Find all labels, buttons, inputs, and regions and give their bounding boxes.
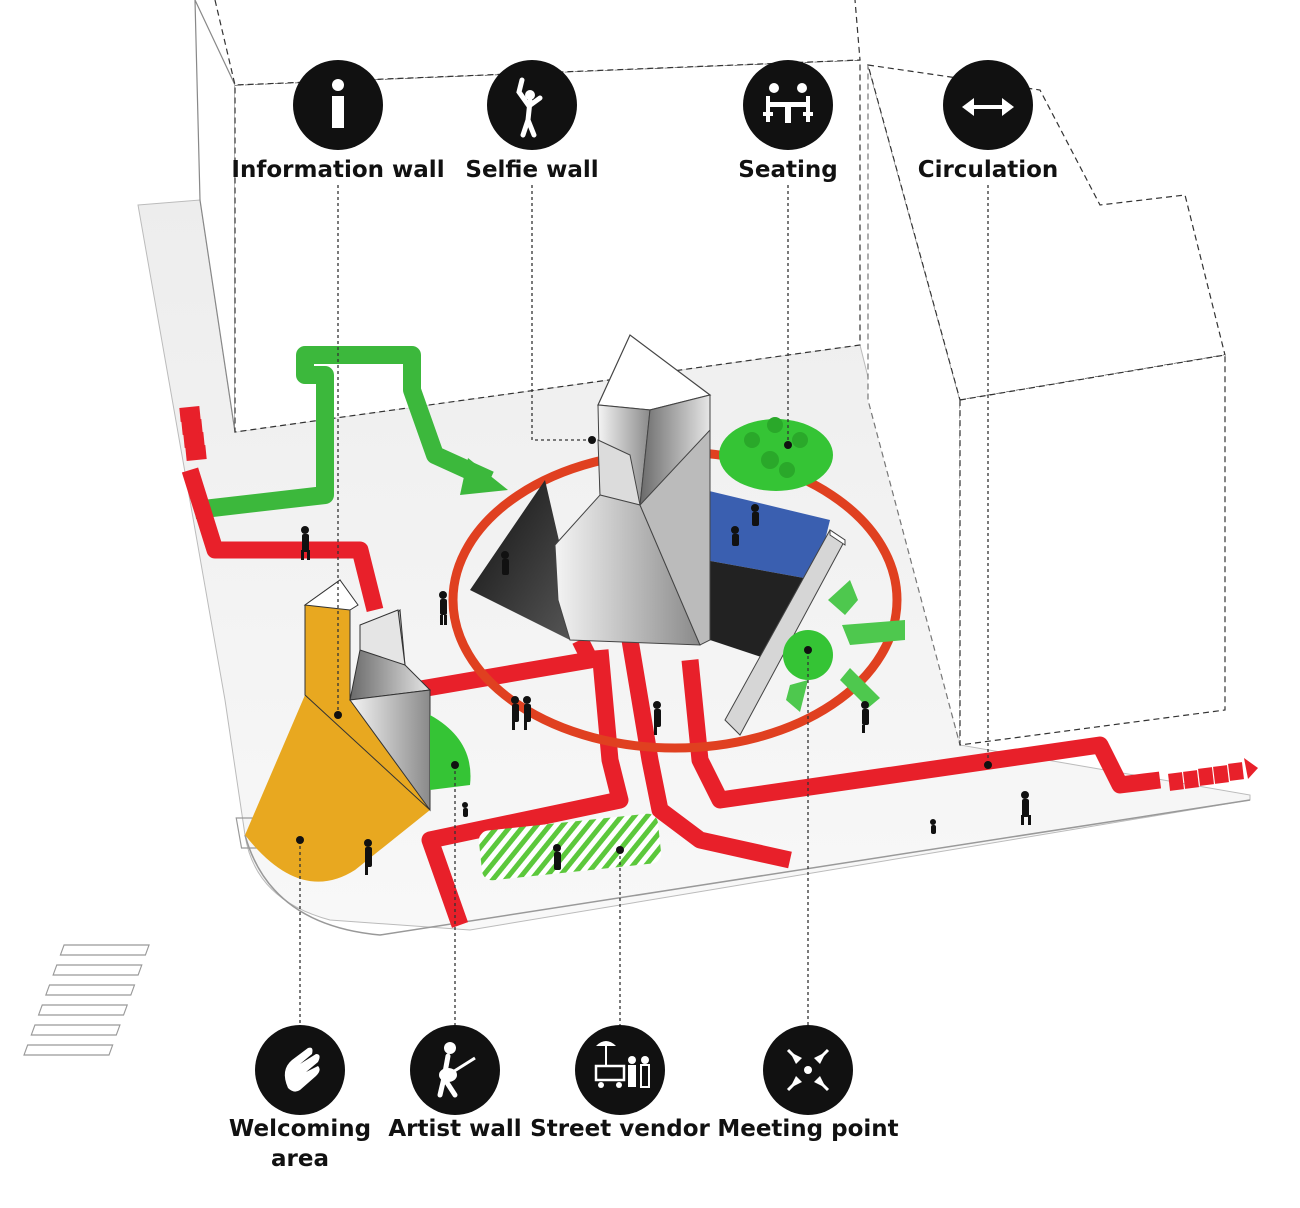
- info-icon: [293, 60, 383, 150]
- red-dashes: [179, 406, 1244, 791]
- meeting-arrows: [786, 580, 905, 712]
- artist-wall-green: [430, 715, 471, 790]
- label-circulation: Circulation: [917, 157, 1059, 183]
- double-arrow-icon: [943, 60, 1033, 150]
- label-welcoming-area: Welcoming area: [228, 1116, 372, 1172]
- label-street-vendor: Street vendor: [530, 1116, 710, 1142]
- central-sculpture: [554, 334, 712, 646]
- label-information-wall: Information wall: [231, 157, 445, 183]
- meeting-point-circle: [783, 630, 833, 680]
- green-arrowhead: [460, 458, 508, 495]
- label-seating: Seating: [738, 157, 838, 183]
- label-artist-wall: Artist wall: [388, 1116, 522, 1142]
- seating-icon: [743, 60, 833, 150]
- water-pool: [705, 490, 830, 580]
- meeting-wall: [724, 529, 846, 736]
- guitar-player-icon: [410, 1025, 500, 1115]
- green-path: [193, 346, 494, 519]
- leader-dots: [296, 436, 992, 854]
- building-outlines: [194, 0, 1226, 746]
- waving-hand-icon: [255, 1025, 345, 1115]
- selfie-icon: [487, 60, 577, 150]
- leader-lines: [299, 185, 989, 1025]
- converging-arrows-icon: [763, 1025, 853, 1115]
- street-curb: [244, 799, 1251, 936]
- sculpture-shadow: [470, 480, 570, 640]
- street-vendor-area: [478, 813, 662, 881]
- label-meeting-point: Meeting point: [717, 1116, 899, 1142]
- label-selfie-wall: Selfie wall: [465, 157, 599, 183]
- seating-stools: [744, 417, 808, 478]
- welcoming-pavilion: [245, 579, 432, 882]
- food-cart-icon: [575, 1025, 665, 1115]
- people-silhouettes: [301, 504, 1031, 875]
